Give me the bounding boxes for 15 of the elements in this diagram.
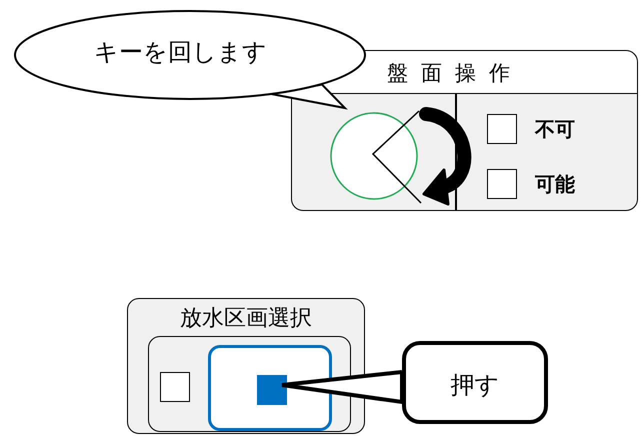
callout-text: 押す (450, 370, 500, 401)
callout-box (402, 341, 548, 424)
option-label: 不可 (535, 116, 575, 142)
control-panel (291, 50, 638, 211)
panel-title: 放水区画選択 (179, 305, 313, 333)
callout-text: キーを回します (94, 37, 267, 68)
control-panel (127, 298, 365, 434)
panel-title: 盤面操作 (387, 60, 523, 87)
option-label: 可能 (535, 170, 575, 198)
checkbox (160, 372, 190, 402)
callout-pointer (270, 83, 348, 110)
checkbox (257, 375, 287, 405)
key-switch (329, 109, 423, 205)
inner-panel (148, 336, 351, 432)
callout-pointer (280, 370, 404, 404)
